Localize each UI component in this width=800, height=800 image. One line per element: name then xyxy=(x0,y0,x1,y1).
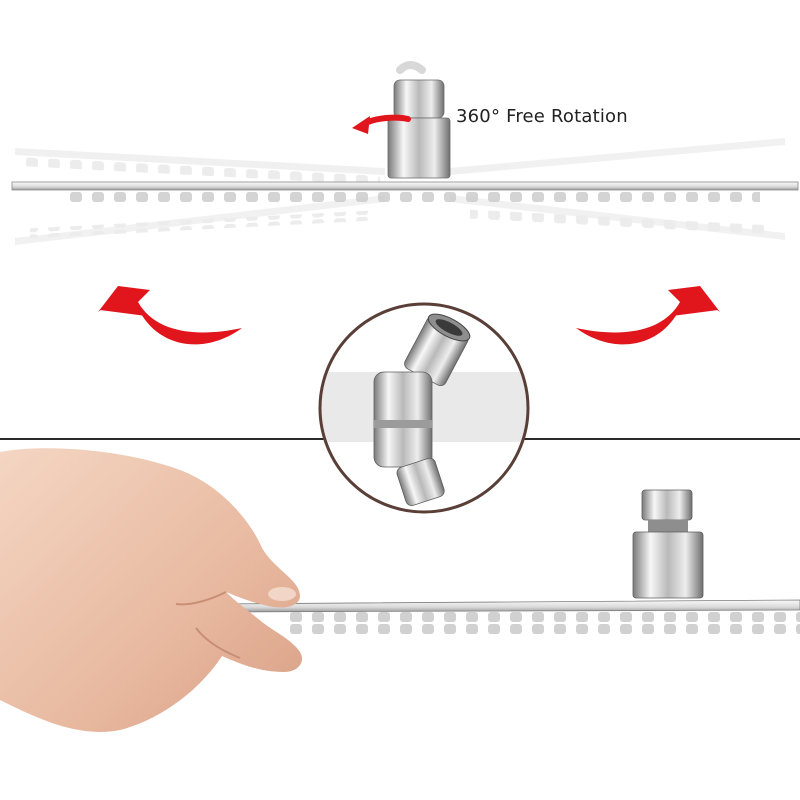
ghost-plate-tilted-down xyxy=(15,195,785,245)
shower-arm-connector-bottom xyxy=(632,489,704,599)
feature-caption: 360° Free Rotation xyxy=(456,106,628,127)
thin-shower-plate xyxy=(204,599,800,634)
detail-inset-ball-joint xyxy=(318,302,530,514)
rotate-arrow-icon xyxy=(352,114,411,134)
tilt-arrow-left-icon xyxy=(98,286,242,345)
swivel-connector-top xyxy=(387,61,451,179)
shower-plate-flat xyxy=(11,181,799,204)
hand xyxy=(0,448,303,732)
ghost-plate-tilted-up xyxy=(15,138,785,185)
tilt-arrow-right-icon xyxy=(576,286,720,345)
